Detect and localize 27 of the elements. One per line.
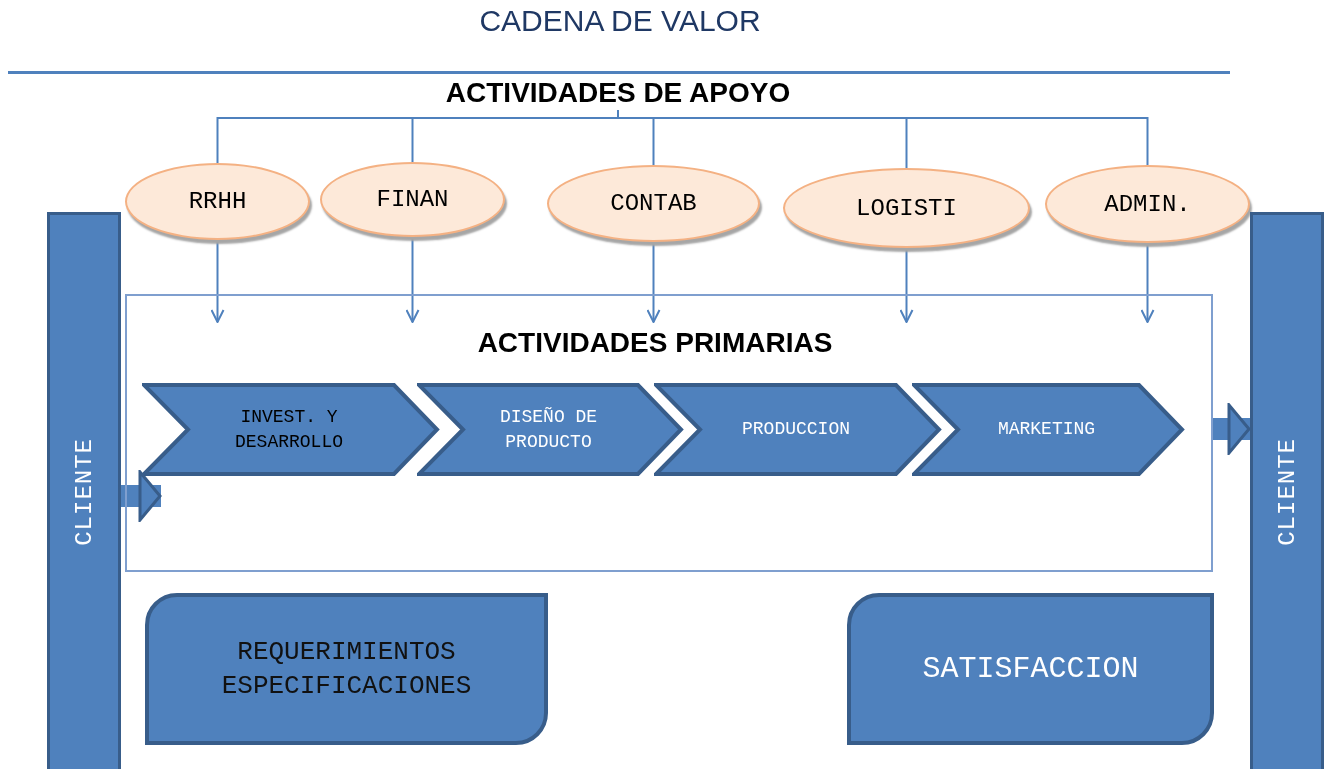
arrow (899, 247, 914, 323)
section-heading: ACTIVIDADES PRIMARIAS (476, 326, 834, 360)
client-bar (1250, 212, 1324, 769)
client-bar (47, 212, 121, 769)
result-box: SATISFACCION (847, 593, 1214, 745)
arrow (210, 239, 225, 323)
chevron-step: DISEÑO DE PRODUCTO (417, 383, 684, 476)
section-heading: ACTIVIDADES DE APOYO (380, 76, 856, 110)
support-ellipse: FINAN (320, 162, 505, 237)
chevron-step: MARKETING (912, 383, 1185, 476)
chevron-step: INVEST. Y DESARROLLO (142, 383, 440, 476)
support-ellipse: LOGISTI (783, 168, 1030, 248)
support-ellipse: RRHH (125, 163, 310, 240)
vertical-label: CLIENTE (1273, 438, 1301, 546)
arrow (1140, 242, 1155, 323)
block-arrow (121, 470, 162, 522)
arrow (646, 241, 661, 323)
arrow (405, 236, 420, 323)
connector-line (617, 109, 1149, 168)
diagram-title: CADENA DE VALOR (478, 4, 762, 38)
block-arrow (1213, 403, 1251, 455)
support-ellipse: ADMIN. (1045, 165, 1250, 243)
vertical-label: CLIENTE (70, 438, 98, 546)
chevron-step: PRODUCCION (654, 383, 942, 476)
support-ellipse: CONTAB (547, 165, 760, 242)
primary-activities-frame (125, 294, 1213, 572)
requirements-box: REQUERIMIENTOS ESPECIFICACIONES (145, 593, 548, 745)
